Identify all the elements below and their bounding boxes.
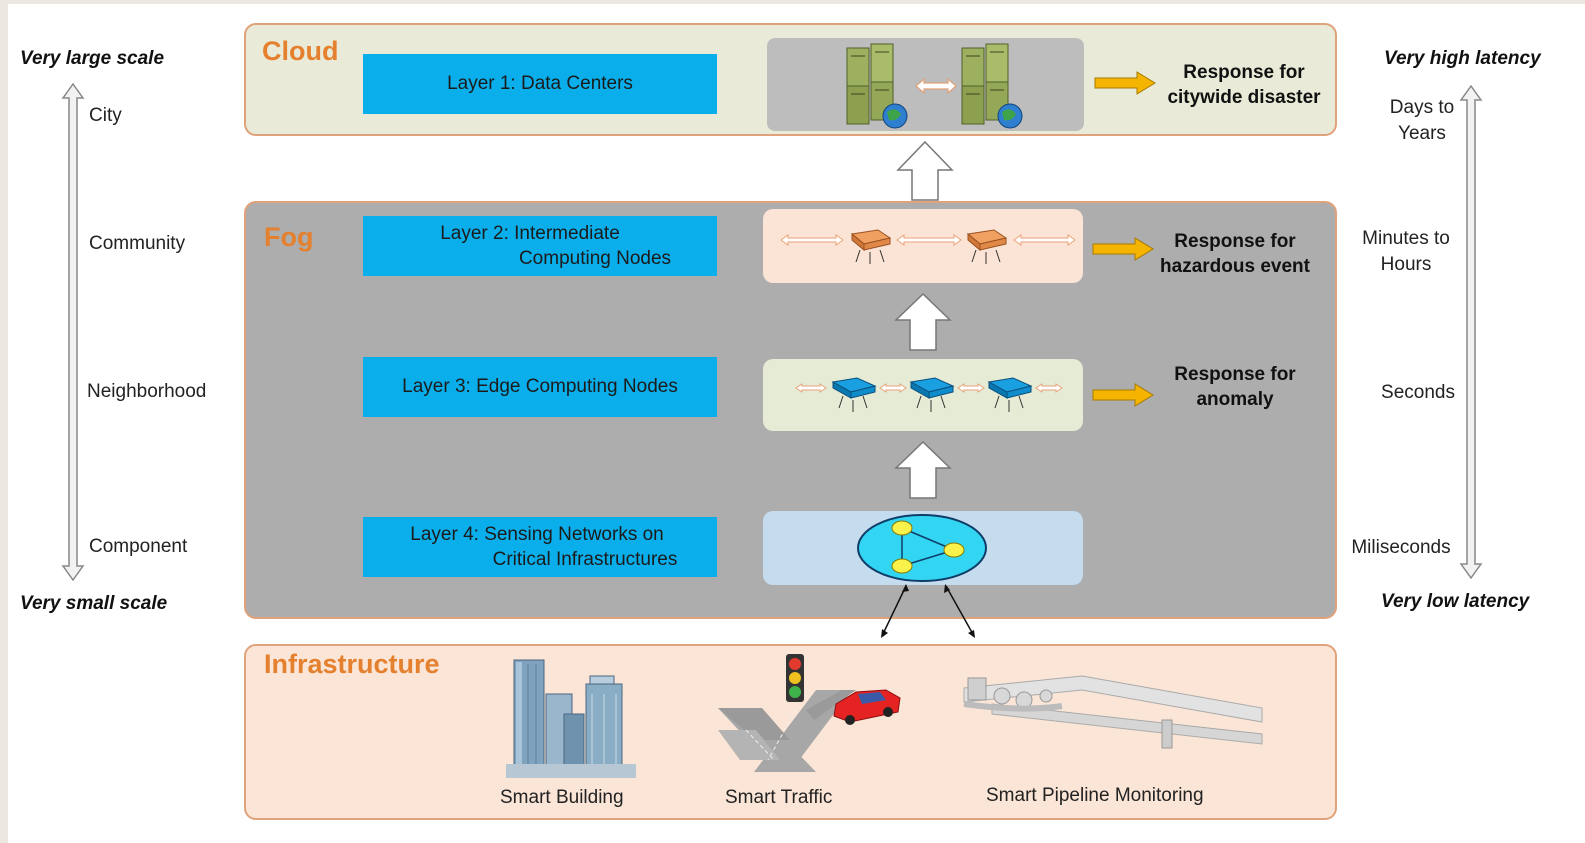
edge-nodes-graphic [795,377,1063,412]
data-center-server-icon [961,43,1023,129]
edge-node-icon [831,377,877,412]
layer-2-response-arrow [1092,237,1154,261]
latency-level-days-line2: Years [1398,123,1446,144]
latency-level-days-line1: Days to [1389,97,1455,118]
latency-level-days: Days to Years [1370,95,1474,147]
edge-node-icon [909,377,955,412]
latency-level-milliseconds-line1: Miliseconds [1351,537,1451,558]
data-center-server-icon [846,43,908,129]
infra-label-smart-building: Smart Building [500,787,624,808]
layer-3-box: Layer 3: Edge Computing Nodes [363,357,717,417]
scale-level-neighborhood: Neighborhood [87,381,207,402]
intermediate-nodes-graphic [780,229,1076,264]
layer-2-response-line1: Response for [1174,231,1296,252]
layer-4-line2: Critical Infrastructures [492,549,678,570]
latency-level-minutes: Minutes to Hours [1346,226,1466,278]
layer-2-response-line2: hazardous event [1160,256,1310,277]
edge-node-icon [987,377,1033,412]
cloud-title: Cloud [262,36,339,66]
intermediate-node-icon [966,229,1008,264]
latency-top-label: Very high latency [1384,48,1541,69]
sensor-network-icon [857,514,987,582]
scale-level-component: Component [89,536,188,557]
layer-4-line1: Layer 4: Sensing Networks on [410,524,664,545]
latency-bottom-label: Very low latency [1381,591,1530,612]
scale-level-city: City [89,105,122,126]
layer-2-response: Response for hazardous event [1148,229,1322,279]
layer4-to-layer3-arrow [894,440,952,499]
layer3-to-layer2-arrow [894,292,952,351]
smart-traffic-icon [718,654,901,772]
cloud-response-line2: citywide disaster [1167,87,1321,108]
infra-label-smart-traffic: Smart Traffic [725,787,833,808]
scale-level-community: Community [89,233,186,254]
diagram-canvas: Very large scale City Community Neighbor… [8,4,1585,843]
scale-top-label: Very large scale [20,48,165,69]
scale-bottom-label: Very small scale [20,593,168,614]
latency-level-minutes-line2: Hours [1380,254,1432,275]
latency-level-seconds: Seconds [1368,380,1468,406]
layer-3-response-line1: Response for [1174,364,1296,385]
smart-building-icon [506,659,636,778]
datacenter-link-arrow [915,77,957,95]
intermediate-nodes-group [763,209,1083,283]
layer-2-line2: Computing Nodes [518,248,672,269]
scale-axis-arrow [61,82,85,582]
layer-3-response-line2: anomaly [1196,389,1274,410]
layer-2-box: Layer 2: Intermediate Computing Nodes [363,216,717,276]
sensing-connection-arrows [881,584,975,638]
infra-label-smart-pipeline: Smart Pipeline Monitoring [986,785,1204,806]
layer-3-response: Response for anomaly [1148,362,1322,412]
latency-axis-arrow [1459,84,1483,580]
infrastructure-title: Infrastructure [264,649,440,679]
cloud-response-line1: Response for [1183,62,1305,83]
latency-level-minutes-line1: Minutes to [1362,228,1450,249]
latency-level-milliseconds: Miliseconds [1338,535,1464,561]
intermediate-node-icon [850,229,892,264]
fog-to-cloud-arrow [896,140,954,201]
layer-1-box: Layer 1: Data Centers [363,54,717,114]
layer-3-response-arrow [1092,383,1154,407]
cloud-response: Response for citywide disaster [1154,60,1334,110]
fog-title: Fog [264,222,314,252]
cloud-response-arrow [1094,71,1156,95]
layer-4-box: Layer 4: Sensing Networks on Critical In… [363,517,717,577]
layer-2-line1: Layer 2: Intermediate [440,223,620,244]
smart-pipeline-icon [963,675,1263,749]
latency-level-seconds-line1: Seconds [1381,382,1455,403]
